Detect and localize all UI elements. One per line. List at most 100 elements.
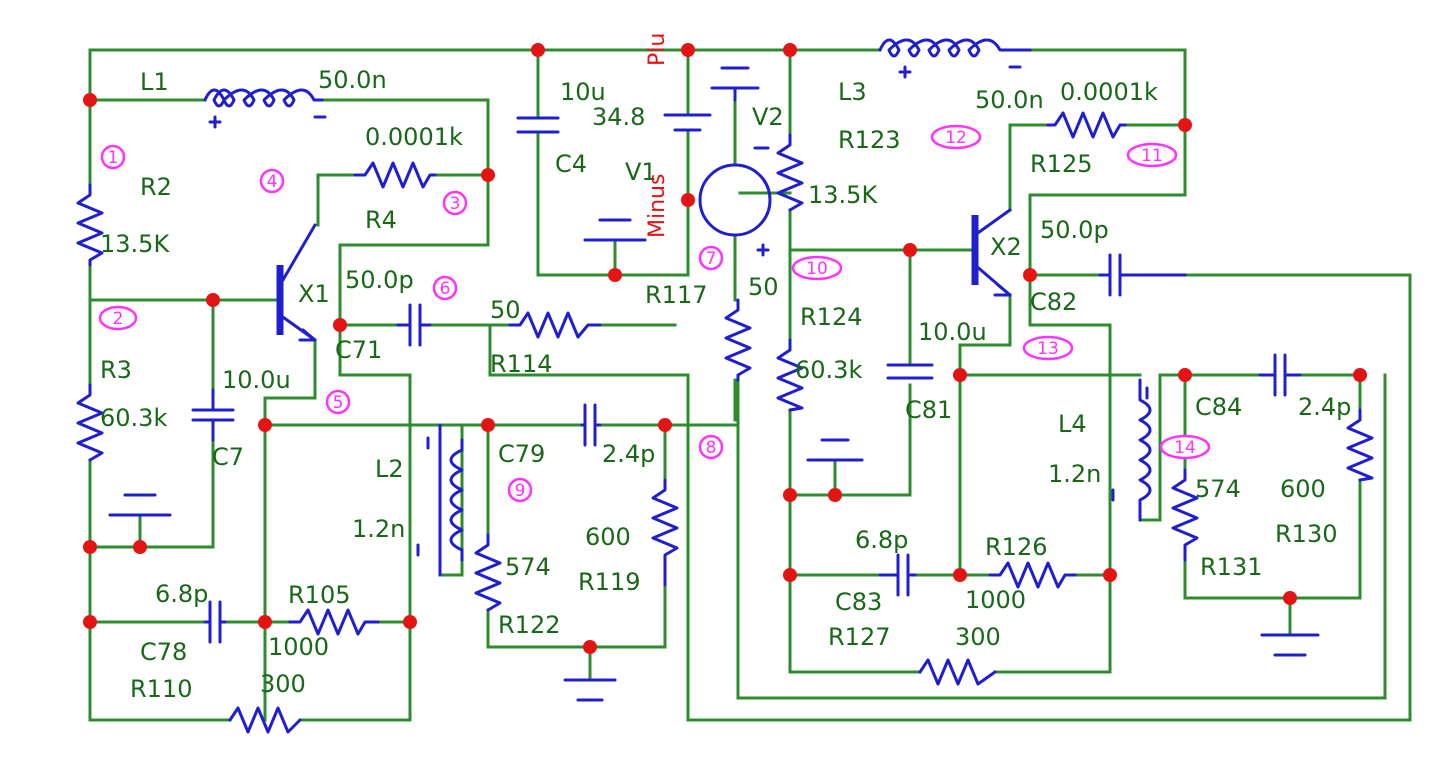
- label-l1-value: 50.0n: [318, 66, 387, 94]
- label-c84-name: C84: [1195, 393, 1242, 421]
- resistor-r110: [228, 706, 302, 734]
- resistor-r117: [724, 298, 752, 382]
- transistor-x2: [971, 208, 1012, 297]
- resistor-r114: [508, 311, 602, 339]
- node-marker-6: 6: [432, 275, 458, 301]
- node-marker-9: 9: [507, 477, 533, 503]
- label-c81-value: 10.0u: [918, 318, 987, 346]
- svg-text:12: 12: [945, 128, 967, 148]
- resistor-r131: [1171, 468, 1199, 562]
- label-l2-value: 1.2n: [352, 515, 405, 543]
- label-r124-name: R124: [800, 303, 862, 331]
- label-c84-value: 2.4p: [1298, 393, 1351, 421]
- node-marker-11: 11: [1126, 142, 1178, 168]
- label-r126-name: R126: [985, 533, 1047, 561]
- svg-text:4: 4: [267, 172, 278, 192]
- label-r4-name: R4: [365, 206, 397, 234]
- label-c71-name: C71: [335, 336, 382, 364]
- label-r131-value: 574: [1195, 475, 1241, 503]
- inductor-l3: [878, 38, 1032, 79]
- label-c79-name: C79: [498, 440, 545, 468]
- capacitor-c83: [878, 553, 917, 597]
- voltage-source-v2: [698, 66, 772, 257]
- capacitor-c79: [580, 403, 602, 447]
- label-r125-name: R125: [1030, 150, 1092, 178]
- resistor-r125: [1046, 111, 1127, 139]
- resistor-r124: [776, 338, 804, 412]
- label-l3-value: 50.0n: [975, 86, 1044, 114]
- label-c83-name: C83: [835, 588, 882, 616]
- capacitor-c81: [886, 363, 934, 380]
- net-label-minus: Minus: [645, 174, 670, 238]
- resistor-r126: [988, 561, 1077, 589]
- label-r122-name: R122: [498, 611, 560, 639]
- inductor-l2: [416, 423, 464, 577]
- label-c83-value: 6.8p: [855, 526, 908, 554]
- label-c71-value: 50.0p: [345, 266, 414, 294]
- label-v2-name: V2: [752, 103, 784, 131]
- net-label-plus: Plu: [645, 33, 670, 66]
- svg-text:8: 8: [706, 438, 717, 458]
- node-marker-2: 2: [98, 305, 138, 331]
- label-r123-name: R123: [838, 126, 900, 154]
- label-l3-name: L3: [838, 78, 867, 106]
- capacitor-c7: [191, 388, 235, 442]
- resistor-r105: [288, 608, 380, 636]
- capacitor-c71: [396, 303, 432, 347]
- svg-text:2: 2: [113, 309, 124, 329]
- node-marker-13: 13: [1022, 335, 1074, 361]
- label-r2-name: R2: [140, 173, 172, 201]
- svg-text:13: 13: [1037, 339, 1059, 359]
- resistor-r127: [918, 658, 997, 686]
- label-r117-name: R117: [645, 281, 707, 309]
- svg-text:6: 6: [440, 279, 451, 299]
- node-markers: 1 2 3 4 5 6 7 8 9 10 11 12 13 14: [98, 124, 1211, 503]
- resistor-r4: [353, 161, 437, 189]
- node-marker-5: 5: [325, 389, 351, 415]
- resistor-r130: [1346, 408, 1374, 482]
- label-x1: X1: [298, 280, 330, 308]
- transistor-x1: [276, 223, 317, 342]
- label-r124-value: 60.3k: [795, 356, 862, 384]
- resistor-r2: [76, 183, 104, 267]
- label-c7-value: 10.0u: [222, 366, 291, 394]
- label-l2-name: L2: [375, 455, 404, 483]
- node-marker-12: 12: [930, 124, 982, 150]
- capacitor-c82: [1098, 253, 1187, 297]
- label-c82-name: C82: [1030, 288, 1077, 316]
- capacitor-c4: [516, 116, 560, 134]
- label-r105-value: 1000: [268, 633, 329, 661]
- label-v1-name: V1: [625, 158, 657, 186]
- capacitor-c84: [1258, 353, 1302, 397]
- inductor-l4: [1111, 378, 1152, 522]
- svg-text:3: 3: [450, 194, 461, 214]
- label-r126-value: 1000: [965, 586, 1026, 614]
- node-marker-14: 14: [1159, 434, 1211, 460]
- capacitor-c78: [203, 600, 227, 644]
- resistor-r119: [651, 478, 679, 587]
- label-r130-name: R130: [1275, 520, 1337, 548]
- svg-text:14: 14: [1174, 438, 1196, 458]
- node-marker-1: 1: [100, 144, 126, 170]
- inductor-l1: [203, 88, 327, 129]
- label-r131-name: R131: [1200, 553, 1262, 581]
- label-c81-name: C81: [905, 396, 952, 424]
- label-r3-value: 60.3k: [100, 404, 167, 432]
- svg-text:11: 11: [1141, 146, 1163, 166]
- component-labels: L1 50.0n R2 13.5K R3 60.3k 0.0001k R4 X1…: [100, 66, 1351, 703]
- label-c78-value: 6.8p: [155, 580, 208, 608]
- node-marker-7: 7: [698, 245, 724, 271]
- label-r127-value: 300: [955, 623, 1001, 651]
- label-r119-name: R119: [578, 568, 640, 596]
- resistor-r122: [474, 533, 502, 612]
- label-c78-name: C78: [140, 638, 187, 666]
- label-c4-name: C4: [555, 150, 587, 178]
- node-marker-10: 10: [791, 255, 843, 281]
- label-c7-name: C7: [212, 443, 244, 471]
- node-marker-3: 3: [442, 190, 468, 216]
- label-l4-value: 1.2n: [1048, 460, 1101, 488]
- svg-text:1: 1: [108, 148, 119, 168]
- junction-dots: [83, 43, 1367, 654]
- node-marker-8: 8: [698, 434, 724, 460]
